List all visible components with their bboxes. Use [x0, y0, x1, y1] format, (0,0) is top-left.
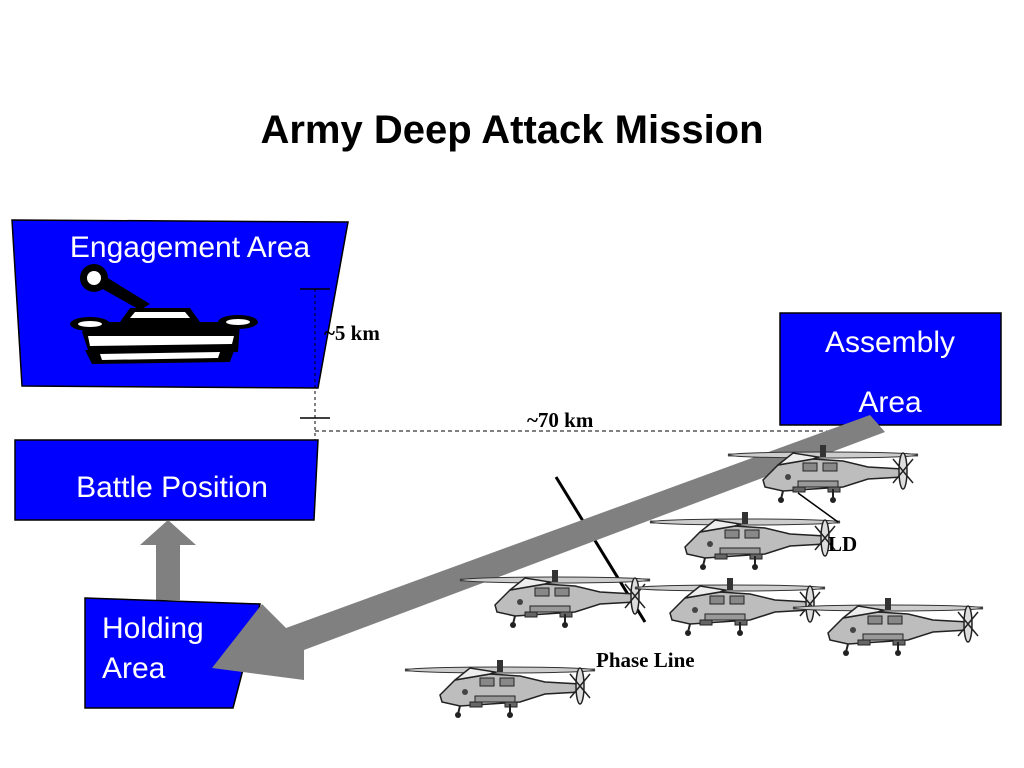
attack-helicopter-icon: [458, 568, 652, 630]
holding-area-label-line1: Holding: [102, 612, 204, 645]
attack-helicopter-icon: [403, 658, 597, 720]
assembly-area: [779, 312, 1002, 426]
assembly-area-label-line2: Area: [858, 386, 922, 419]
distance-70km-label: ~70 km: [527, 408, 594, 432]
page-title: Army Deep Attack Mission: [260, 108, 764, 152]
battle-position-area: [14, 439, 319, 521]
battle-position-label: Battle Position: [76, 471, 268, 504]
phase-line-label: Phase Line: [596, 648, 695, 672]
holding-to-battle-arrow: [140, 520, 196, 600]
attack-helicopter-icon: [791, 596, 985, 658]
distance-5km-label: ~5 km: [324, 321, 380, 345]
engagement-area-label: Engagement Area: [70, 231, 310, 264]
route-arrow: [212, 415, 885, 680]
holding-area-label-line2: Area: [102, 652, 166, 685]
five-km-dimension: [300, 288, 330, 440]
tank-icon: [70, 264, 258, 364]
ld-pointer: [797, 492, 839, 523]
holding-area: [84, 597, 261, 709]
assembly-area-label-line1: Assembly: [825, 326, 955, 359]
ld-label: LD: [828, 532, 857, 556]
attack-helicopter-icon: [648, 510, 842, 572]
